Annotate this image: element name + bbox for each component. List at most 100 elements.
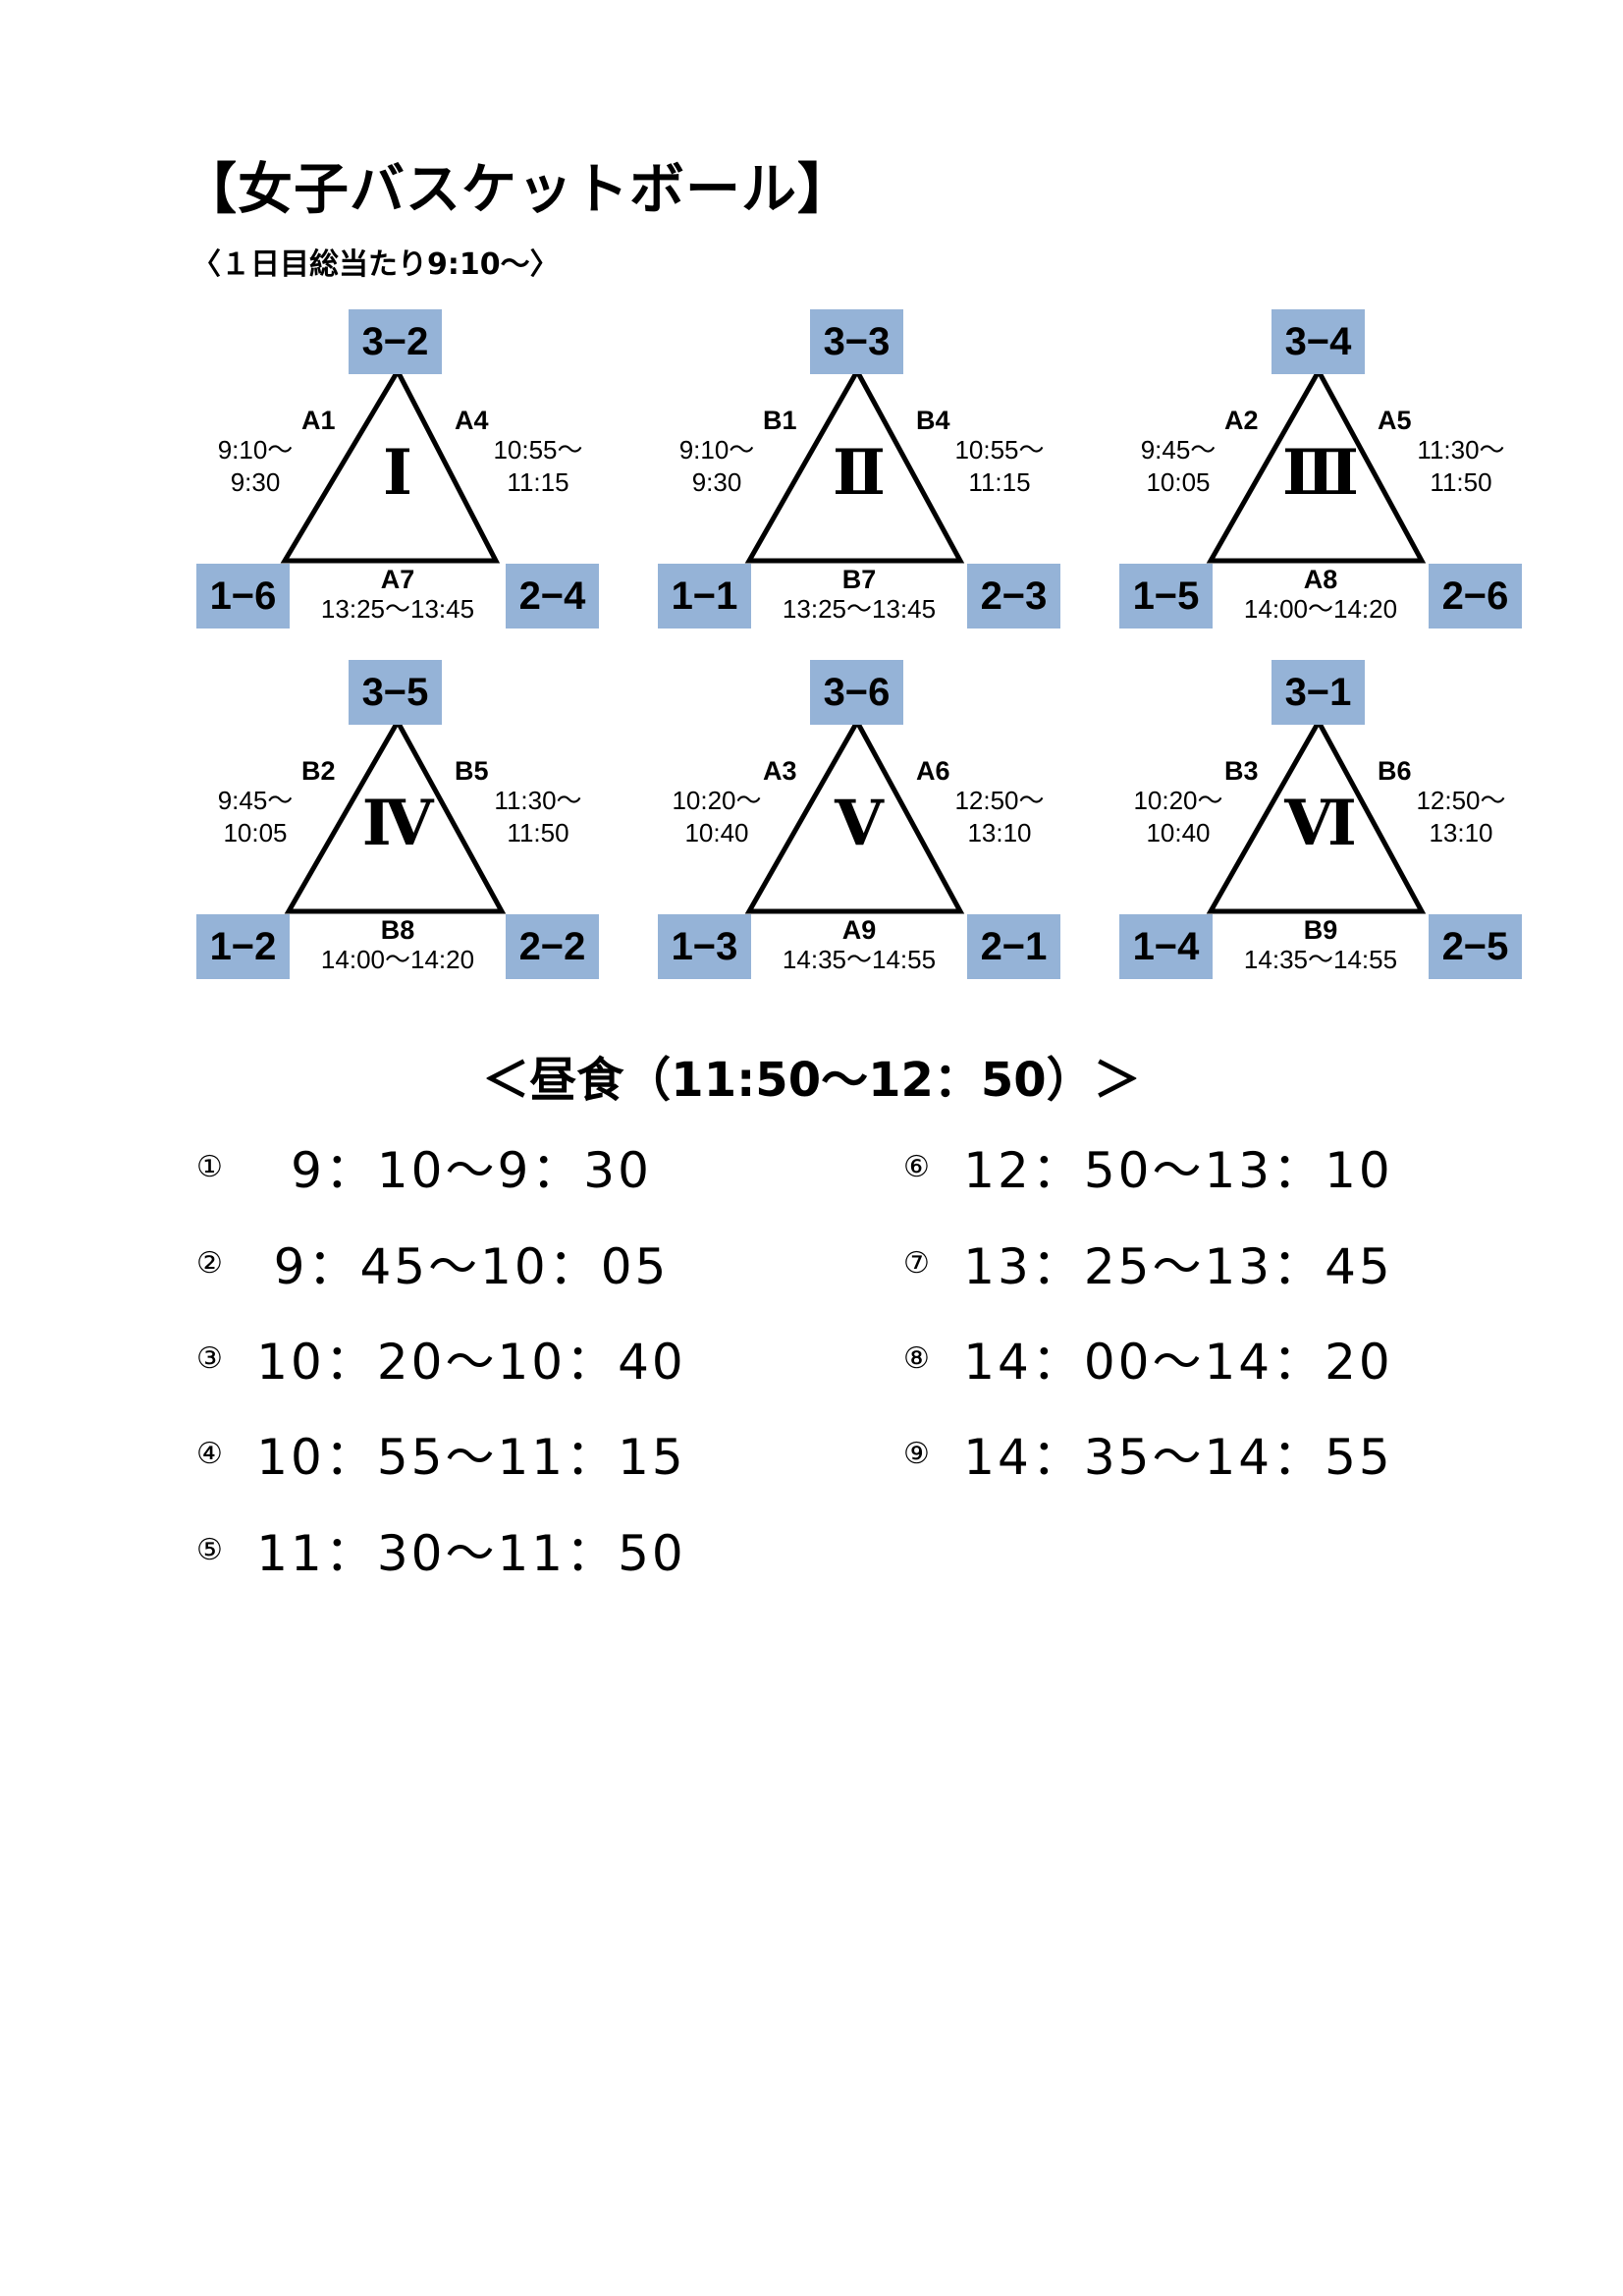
match-label-bottom: B9	[1303, 915, 1338, 945]
team-box-bottom-right: 2−1	[967, 914, 1060, 979]
match-label-bottom: A7	[380, 565, 415, 594]
team-box-top: 3−3	[810, 309, 903, 374]
slot-number: ⑥	[903, 1149, 930, 1184]
team-box-top: 3−2	[349, 309, 442, 374]
match-label-bottom: B7	[841, 565, 877, 594]
slot-time: 13：25～13：45	[963, 1238, 1393, 1295]
lunch-heading: ＜昼食（11:50～12：50）＞	[482, 1053, 1141, 1108]
match-label-right: B5	[455, 756, 489, 786]
slot-time: 9：45～10：05	[273, 1238, 670, 1295]
slot-time: 12：50～13：10	[963, 1142, 1393, 1199]
team-box-bottom-left: 1−6	[196, 564, 290, 629]
slot-time: 10：55～11：15	[256, 1429, 686, 1486]
group-numeral: Ⅱ	[833, 436, 886, 510]
triangle-diagram	[284, 716, 507, 914]
team-box-bottom-left: 1−2	[196, 914, 290, 979]
match-time-start: 9:10～	[217, 435, 294, 465]
team-box-bottom-right: 2−4	[506, 564, 599, 629]
match-time-end: 10:40	[1146, 818, 1211, 847]
slot-time: 14：00～14：20	[963, 1334, 1393, 1391]
match-time-start: 10:20～	[1133, 786, 1223, 815]
match-label-right: B6	[1378, 756, 1412, 786]
group-numeral: Ⅳ	[361, 787, 434, 860]
group-numeral: Ⅵ	[1284, 787, 1357, 860]
match-time-start: 11:30～	[1417, 435, 1505, 465]
match-time-start: 12:50～	[954, 786, 1045, 815]
team-box-bottom-right: 2−5	[1429, 914, 1522, 979]
team-box-top: 3−4	[1271, 309, 1365, 374]
match-label-right: B4	[916, 406, 950, 435]
triangle-diagram	[744, 365, 965, 564]
slot-time: 9：10～9：30	[291, 1142, 652, 1199]
match-time-end: 11:15	[507, 467, 569, 497]
page-subtitle: 〈１日目総当たり9:10～〉	[191, 247, 560, 282]
time-slot-4: ④ 10：55～11：15	[196, 1424, 687, 1486]
match-label-left: A2	[1224, 406, 1259, 435]
match-time-right: 10:55～11:15	[941, 434, 1058, 499]
match-time-start: 9:45～	[217, 786, 294, 815]
group-numeral: Ⅲ	[1282, 436, 1359, 510]
team-box-bottom-right: 2−2	[506, 914, 599, 979]
match-label-left: B1	[763, 406, 797, 435]
match-label-bottom: A9	[841, 915, 877, 945]
match-label-bottom: B8	[380, 915, 415, 945]
league-group-3: 3−4 1−5 2−6 Ⅲ A2 9:45～10:05 A5 11:30～11:…	[1119, 309, 1522, 633]
match-time-start: 9:10～	[678, 435, 755, 465]
match-time-bottom: 13:25～13:45	[320, 594, 475, 624]
match-time-end: 11:15	[968, 467, 1031, 497]
match-time-start: 10:55～	[493, 435, 583, 465]
league-group-4: 3−5 1−2 2−2 Ⅳ B2 9:45～10:05 B5 11:30～11:…	[196, 660, 599, 984]
team-box-bottom-right: 2−6	[1429, 564, 1522, 629]
team-box-bottom-left: 1−4	[1119, 914, 1213, 979]
match-label-left: B2	[301, 756, 336, 786]
triangle-diagram	[280, 365, 501, 564]
match-time-left: 9:10～9:30	[658, 434, 776, 499]
slot-number: ④	[196, 1436, 223, 1471]
time-slot-2: ② 9：45～10：05	[196, 1233, 687, 1295]
time-slot-1: ① 9：10～9：30	[196, 1137, 687, 1199]
league-group-1: 3−2 1−6 2−4 Ⅰ A1 9:10～9:30 A4 10:55～11:1…	[196, 309, 599, 633]
match-time-right: 12:50～ 13:10	[941, 785, 1058, 849]
team-box-bottom-right: 2−3	[967, 564, 1060, 629]
match-time-bottom: 13:25～13:45	[782, 594, 937, 624]
match-time-end: 10:05	[1146, 467, 1211, 497]
slot-time: 14：35～14：55	[963, 1429, 1393, 1486]
team-box-bottom-left: 1−1	[658, 564, 751, 629]
group-numeral: Ⅴ	[835, 787, 884, 860]
match-time-bottom: 14:35～14:55	[1243, 945, 1398, 974]
match-time-bottom: 14:00～14:20	[320, 945, 475, 974]
match-label-bottom: A8	[1303, 565, 1338, 594]
slot-number: ⑨	[903, 1436, 930, 1471]
match-time-start: 10:55～	[954, 435, 1045, 465]
match-time-end: 11:50	[507, 818, 569, 847]
slot-time: 10：20～10：40	[256, 1334, 686, 1391]
match-time-right: 12:50～13:10	[1402, 785, 1520, 849]
group-numeral: Ⅰ	[383, 436, 412, 510]
slot-number: ③	[196, 1340, 223, 1376]
match-time-left: 9:10～9:30	[196, 434, 314, 499]
match-label-right: A4	[455, 406, 489, 435]
match-time-right: 10:55～11:15	[479, 434, 597, 499]
match-time-end: 10:05	[223, 818, 288, 847]
slot-number: ②	[196, 1245, 223, 1281]
match-time-left: 9:45～10:05	[1119, 434, 1237, 499]
time-slot-8: ⑧ 14：00～14：20	[903, 1329, 1394, 1391]
match-time-end: 9:30	[230, 467, 281, 497]
match-time-bottom: 14:35～14:55	[782, 945, 937, 974]
triangle-diagram	[744, 716, 965, 914]
match-label-right: A6	[916, 756, 950, 786]
match-time-end: 11:50	[1430, 467, 1492, 497]
match-time-bottom: 14:00～14:20	[1243, 594, 1398, 624]
slot-time: 11：30～11：50	[256, 1525, 686, 1582]
slot-number: ⑧	[903, 1340, 930, 1376]
page-title: 【女子バスケットボール】	[182, 158, 853, 222]
slot-number: ⑤	[196, 1532, 223, 1567]
time-slot-7: ⑦ 13：25～13：45	[903, 1233, 1394, 1295]
match-time-end: 9:30	[691, 467, 742, 497]
match-time-end: 13:10	[967, 818, 1032, 847]
match-time-left: 10:20～ 10:40	[1119, 785, 1237, 849]
team-box-top: 3−1	[1271, 660, 1365, 725]
league-group-2: 3−3 1−1 2−3 Ⅱ B1 9:10～9:30 B4 10:55～11:1…	[658, 309, 1060, 633]
match-label-left: A1	[301, 406, 336, 435]
match-label-left: A3	[763, 756, 797, 786]
